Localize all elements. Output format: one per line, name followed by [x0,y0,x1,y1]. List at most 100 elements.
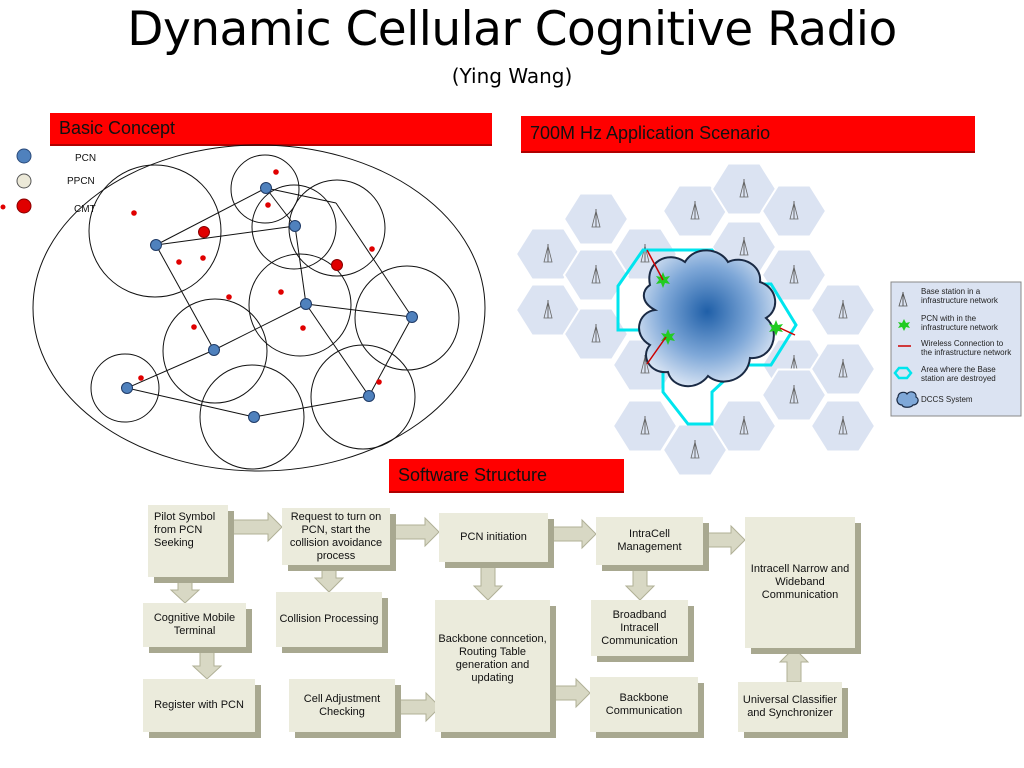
hex-cell [760,338,828,392]
network-links [126,187,413,418]
hex-cell [760,184,828,238]
dccs-cloud [638,249,776,387]
hex-cell [562,248,630,302]
backbone-connection-box: Backbone conncetion, Routing Table gener… [435,600,550,732]
broadband-intracell-box: Broadband Intracell Communication [591,600,688,656]
network-boundary [32,144,486,472]
page-title: Dynamic Cellular Cognitive Radio [127,2,897,57]
legend-pcn-line2: infrastructure network [921,323,999,332]
scenario-legend-star-icon [898,319,910,331]
basic-concept-banner: Basic Concept [50,113,492,146]
cmt-legend-small-icon [0,204,6,210]
legend-wireless-line1: Wireless Connection to [921,339,1004,348]
cell-adjustment-box: Cell Adjustment Checking [289,679,395,732]
hex-cell [562,307,630,361]
pcn-infra-stars [656,272,783,345]
base-station-tower-icon [543,244,553,263]
hex-cell [760,248,828,302]
hex-cell [710,399,778,453]
arrow-mgmt-to-broadband [624,564,656,601]
hex-cell-grid [514,162,877,477]
cmt-legend-label: CMT [74,204,96,215]
universal-classifier-box: Universal Classifier and Synchronizer [738,682,842,732]
ppcn-legend-label: PPCN [67,176,95,187]
hex-cell [611,227,679,281]
base-station-tower-icon [739,179,749,198]
hex-cell [661,184,729,238]
hex-cell [611,399,679,453]
hex-cell [514,227,582,281]
legend-pcn-line1: PCN with in the [921,314,977,323]
base-station-tower-icon [591,324,601,343]
scenario-legend-tower-icon [898,291,908,307]
arrow-pcninit-to-backbone [472,561,504,601]
legend-dccs: DCCS System [921,395,973,404]
hex-cell [809,283,877,337]
hex-cell [562,192,630,246]
cognitive-mobile-terminal-box: Cognitive Mobile Terminal [143,603,246,647]
pcn-nodes [121,182,418,423]
scenario-legend-box [890,281,1022,417]
arrow-celladj-to-backbone [394,691,441,723]
base-station-tower-icon [789,385,799,404]
base-station-tower-icon [690,440,700,459]
legend-wireless-line2: the infrastructure network [921,348,1012,357]
destroyed-area-outline [616,248,798,426]
base-station-tower-icon [591,209,601,228]
ppcn-legend-icon [16,173,32,189]
base-station-tower-icon [739,237,749,256]
base-station-tower-icon [789,265,799,284]
coverage-circles [88,154,460,470]
arrow-mgmt-to-comm [702,524,746,556]
pcn-legend-label: PCN [75,153,96,164]
base-station-tower-icon [543,300,553,319]
base-station-tower-icon [838,300,848,319]
pcn-initiation-box: PCN initiation [439,513,548,562]
scenario-legend-destroyed-icon [893,366,913,380]
base-station-tower-icon [789,201,799,220]
arrow-backbone-to-bbcomm [549,677,591,709]
legend-base-station-line2: infrastructure network [921,296,999,305]
hex-cell [661,423,729,477]
base-station-tower-icon [739,416,749,435]
cmt-dots [131,169,382,385]
base-station-tower-icon [789,355,799,374]
arrow-request-to-pcninit [389,516,440,548]
wireless-links [646,249,796,365]
hex-cell [809,342,877,396]
legend-base-station-line1: Base station in a [921,287,981,296]
register-pcn-box: Register with PCN [143,679,255,732]
arrow-request-to-collision [313,564,345,593]
base-station-tower-icon [690,201,700,220]
page-subtitle: (Ying Wang) [451,64,573,88]
base-station-tower-icon [640,416,650,435]
arrow-pcninit-to-mgmt [547,518,597,550]
hex-cell [809,399,877,453]
hex-cell [514,283,582,337]
base-station-tower-icon [838,359,848,378]
backbone-communication-box: Backbone Communication [590,677,698,732]
software-structure-banner: Software Structure [389,459,624,493]
arrow-cmt-to-register [191,646,223,680]
legend-destroyed-line1: Area where the Base [921,365,996,374]
arrow-pilot-to-cmt [169,576,201,604]
application-scenario-banner: 700M Hz Application Scenario [521,116,975,153]
arrow-pilot-to-request [227,511,283,543]
cmt-legend-icon [16,198,32,214]
request-pcn-box: Request to turn on PCN, start the collis… [282,508,390,565]
pilot-symbol-box: Pilot Symbol from PCN Seeking [148,505,228,577]
base-station-tower-icon [640,355,650,374]
base-station-tower-icon [640,244,650,263]
intracell-communication-box: Intracell Narrow and Wideband Communicat… [745,517,855,648]
collision-processing-box: Collision Processing [276,592,382,647]
base-station-tower-icon [838,416,848,435]
legend-destroyed-line2: station are destroyed [921,374,996,383]
intracell-management-box: IntraCell Management [596,517,703,565]
cmt-large-dots [198,226,343,271]
hex-cell [611,338,679,392]
hex-cell [710,162,778,216]
hex-cell [760,368,828,422]
base-station-tower-icon [591,265,601,284]
arrow-universal-to-comm [778,647,810,683]
hex-cell [710,220,778,274]
